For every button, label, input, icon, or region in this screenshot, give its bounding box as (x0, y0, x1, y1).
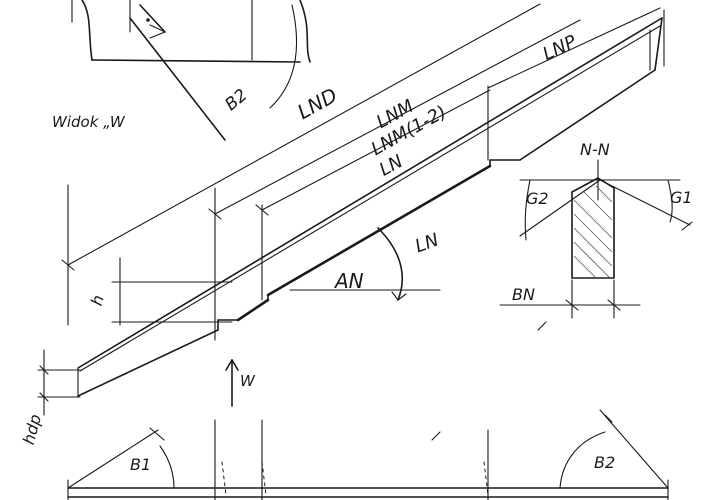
b2-bottom-label: B2 (594, 453, 615, 472)
h-label: h (87, 293, 108, 308)
hdp-label: hdp (19, 412, 45, 446)
an-label: AN (333, 269, 364, 293)
g1-label: G1 (670, 188, 693, 207)
g2-label: G2 (526, 189, 549, 208)
section-hatching (573, 185, 613, 279)
sketch-marks (431, 221, 693, 441)
w-arrow-label: W (240, 372, 256, 390)
section-title: N-N (580, 140, 610, 159)
hdp-dimension: hdp (19, 349, 81, 447)
section-n-n: N-N G2 G1 BN (499, 140, 693, 319)
lnp-label: LNP (540, 31, 580, 65)
view-w-title: Widok „W (52, 113, 126, 131)
bn-label: BN (512, 285, 535, 304)
dimension-lines: LND LNM LNP LNM(1-2) LN (61, 3, 661, 271)
rafter-body (77, 9, 665, 397)
ln-lower-label: LN (412, 230, 441, 258)
b2-top-label: B2 (221, 85, 251, 115)
b1-label: B1 (130, 455, 151, 474)
view-w-detail: B2 Widok „W (52, 0, 311, 141)
w-arrow: W (225, 359, 256, 407)
extension-lines: h (67, 85, 489, 341)
bottom-plan-view: B1 B2 (67, 409, 669, 500)
an-angle: AN LN (289, 227, 442, 301)
